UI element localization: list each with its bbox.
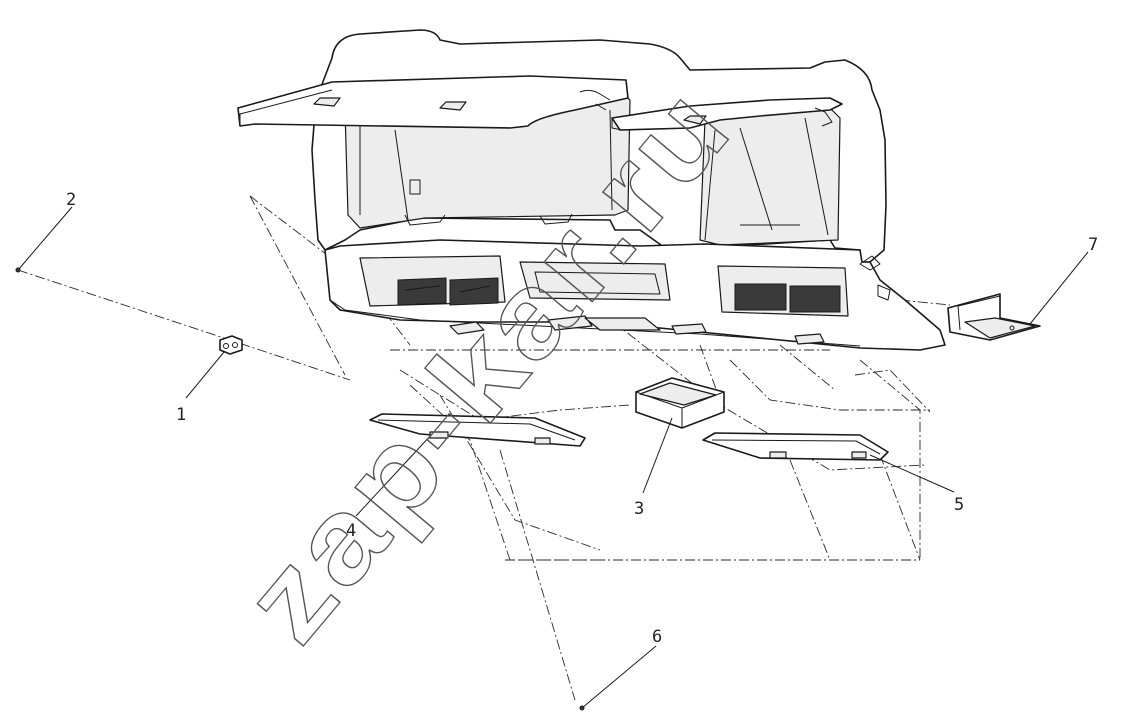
callout-5: 5 [954,495,964,515]
part-5-panel [702,432,889,461]
part-4-panel [369,413,586,447]
callout-1: 1 [176,405,186,425]
callout-2: 2 [66,190,76,210]
callout-4: 4 [346,521,356,541]
callout-6: 6 [652,627,662,647]
callout-7: 7 [1088,235,1098,255]
part-1-clip [219,335,243,355]
callouts: 1 2 3 4 5 6 7 [66,190,1098,647]
callout-3: 3 [634,499,644,519]
dashboard-housing [237,29,946,351]
callout-leaders [15,206,1089,711]
part-3-block [635,377,725,429]
part-7-bracket [947,293,1041,341]
